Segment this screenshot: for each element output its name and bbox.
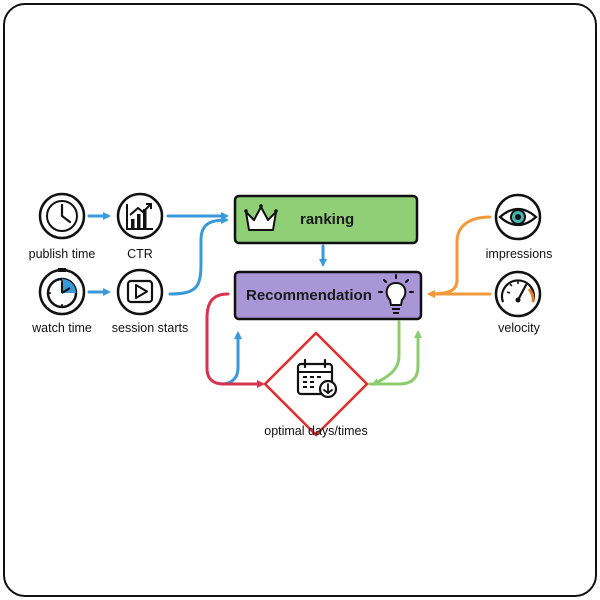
speedometer-icon <box>494 270 542 318</box>
ranking-title: ranking <box>300 211 355 228</box>
calendar-icon <box>296 358 338 399</box>
arrow-session-to-ranking <box>168 216 229 296</box>
recommendation-box <box>233 270 423 321</box>
lightbulb-icon <box>378 274 414 314</box>
clock-icon <box>38 192 86 240</box>
label-publish-time: publish time <box>28 247 96 261</box>
eye-icon <box>494 193 542 241</box>
arrow-schedule-to-rec-green <box>368 330 422 386</box>
label-impressions: impressions <box>485 247 553 261</box>
label-session-starts: session starts <box>111 321 189 335</box>
recommendation-title: Recommendation <box>246 287 372 304</box>
label-watch-time: watch time <box>32 321 92 335</box>
arrow-rec-to-schedule-green <box>371 320 401 386</box>
arrow-impressions-to-rec <box>427 215 492 298</box>
arrow-rec-to-schedule-red <box>205 292 265 388</box>
arrow-schedule-to-rec-left <box>220 331 242 386</box>
label-ctr: CTR <box>127 247 153 261</box>
play-icon <box>116 268 164 316</box>
trend-chart-icon <box>116 192 164 240</box>
stopwatch-icon <box>38 268 86 316</box>
label-optimal-days-times: optimal days/times <box>264 424 368 438</box>
ranking-box <box>233 194 419 245</box>
label-velocity: velocity <box>498 321 540 335</box>
crown-icon <box>244 204 278 231</box>
